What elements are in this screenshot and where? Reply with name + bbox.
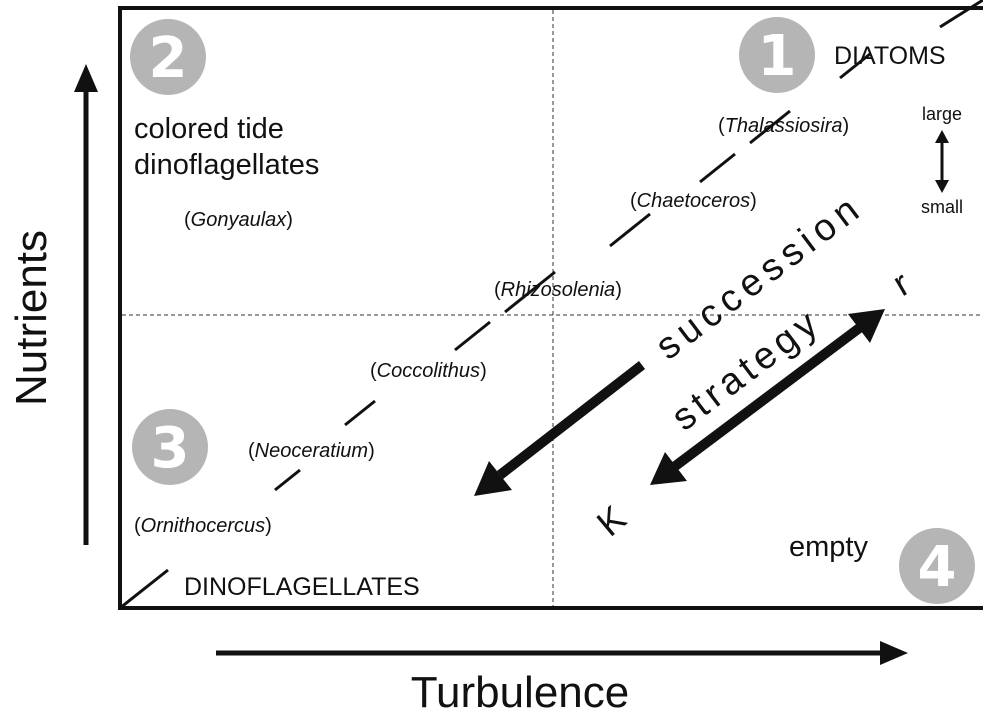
genus-thalassiosira: (Thalassiosira)	[718, 115, 849, 137]
r-strategy-label: r	[886, 262, 917, 304]
turbulence-axis-arrow	[216, 641, 908, 665]
svg-text:3: 3	[151, 416, 190, 481]
y-axis-label: Nutrients	[7, 230, 56, 406]
size-scale-arrow	[935, 130, 949, 193]
colored-tide-label: colored tide	[134, 113, 284, 145]
svg-text:4: 4	[918, 535, 957, 600]
empty-label: empty	[789, 531, 868, 563]
genus-coccolithus: (Coccolithus)	[370, 360, 487, 382]
quadrant-3-marker: 3	[132, 409, 208, 485]
genus-neoceratium: (Neoceratium)	[248, 440, 375, 462]
dinoflagellates-bottom-label: DINOFLAGELLATES	[184, 573, 420, 601]
size-scale-small: small	[921, 197, 963, 217]
genus-chaetoceros: (Chaetoceros)	[630, 190, 757, 212]
genus-ornithocercus: (Ornithocercus)	[134, 515, 272, 537]
plot-frame	[118, 6, 983, 610]
size-scale-large: large	[922, 104, 962, 124]
succession-arrow	[474, 361, 646, 496]
quadrant-1-marker: 1	[739, 17, 815, 93]
diatoms-label: DIATOMS	[834, 42, 946, 70]
x-axis-label: Turbulence	[411, 668, 630, 716]
strategy-arrow	[650, 309, 885, 485]
diagonal-line	[119, 0, 983, 610]
quadrant-4-marker: 4	[899, 528, 975, 604]
svg-text:2: 2	[149, 26, 188, 91]
genus-rhizosolenia: (Rhizosolenia)	[494, 279, 622, 301]
svg-text:1: 1	[758, 24, 797, 89]
quadrant-2-marker: 2	[130, 19, 206, 95]
k-strategy-label: K	[589, 497, 634, 544]
nutrients-axis-arrow	[74, 64, 98, 545]
genus-gonyaulax: (Gonyaulax)	[184, 209, 293, 231]
dinoflagellates-label: dinoflagellates	[134, 149, 319, 181]
